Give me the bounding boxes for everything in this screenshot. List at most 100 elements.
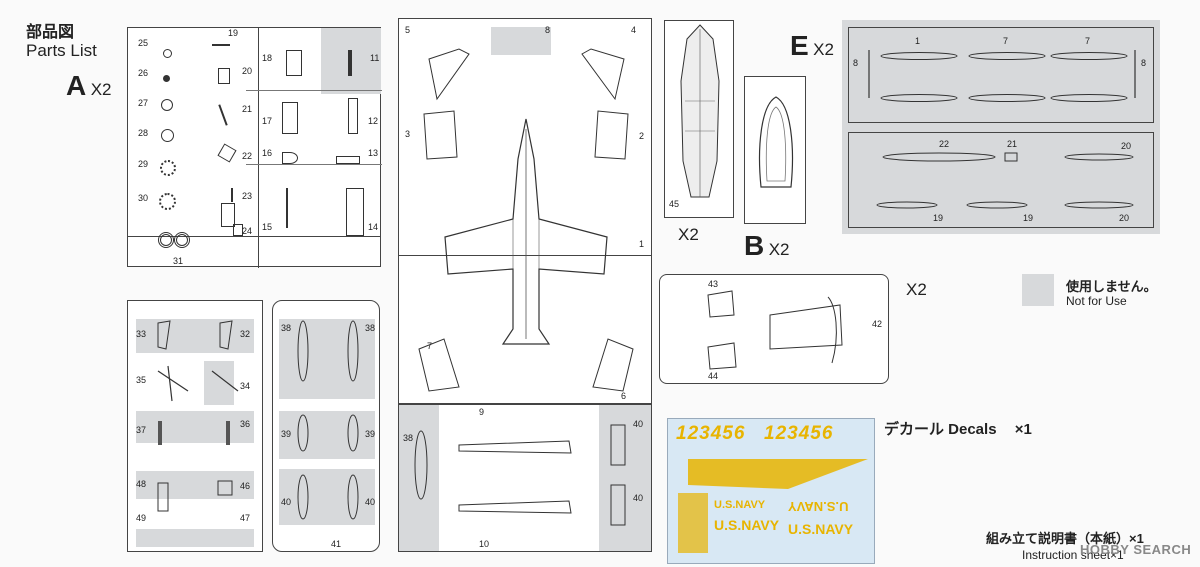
part-number: 8: [853, 58, 859, 68]
sprue-a-letter: A: [66, 70, 87, 101]
part-number: 28: [138, 128, 149, 138]
wheel-part: [158, 232, 174, 248]
part-number: 40: [365, 497, 376, 507]
part-number: 19: [1023, 213, 1034, 223]
decals-qty: ×1: [1014, 421, 1032, 438]
sprue-lower-1: 33 35 37 48 49 32 34 36 46 47: [127, 300, 263, 552]
part-number: 46: [240, 481, 251, 491]
part-number: 22: [939, 139, 950, 149]
wheel-part: [174, 232, 190, 248]
decals-label-text: デカール Decals: [884, 421, 997, 438]
part-number: 17: [262, 116, 273, 126]
instruction-label: 組み立て説明書（本紙）×1: [986, 531, 1144, 546]
part-number: 32: [240, 329, 251, 339]
sprue-e-label: E X2: [790, 30, 834, 62]
part-number: 38: [365, 323, 376, 333]
decal-numbers: 123456: [676, 423, 746, 444]
part-number: 13: [368, 148, 379, 158]
sprue-b-label: B X2: [744, 230, 789, 262]
part-number: 27: [138, 98, 149, 108]
part-number: 8: [1141, 58, 1147, 68]
part-number: 36: [240, 419, 251, 429]
fuselage-qty: X2: [678, 225, 699, 244]
part-number: 48: [136, 479, 147, 489]
part-number: 9: [479, 407, 485, 417]
part-number: 15: [262, 222, 273, 232]
part-number: 44: [708, 371, 719, 381]
wheel-part: [163, 75, 170, 82]
part-number: 24: [242, 226, 253, 236]
part-number: 1: [915, 36, 921, 46]
wheel-part: [161, 99, 173, 111]
not-for-use-area: [491, 27, 551, 55]
wheel-part: [160, 160, 176, 176]
part-number: 19: [228, 28, 239, 38]
part-number: 8: [545, 25, 551, 35]
sprue-e-qty: X2: [813, 40, 834, 59]
wheel-part: [163, 49, 172, 58]
part-number: 7: [427, 341, 433, 351]
part-number: 12: [368, 116, 379, 126]
decal-navy: U.S.NAVY: [714, 517, 780, 533]
part-number: 26: [138, 68, 149, 78]
part-number: 18: [262, 53, 273, 63]
watermark-logo: HOBBY SEARCH: [1080, 542, 1192, 557]
part-number: 38: [403, 433, 414, 443]
part-number: 3: [405, 129, 411, 139]
part-number: 2: [639, 131, 645, 141]
sprue-e-bottom: 22 21 20 19 19 20: [848, 132, 1154, 228]
part-number: 47: [240, 513, 251, 523]
part-number: 10: [479, 539, 490, 549]
sprue-b: [744, 76, 806, 224]
decal-navy: U.S.NAVY: [714, 499, 766, 511]
part-number: 20: [1119, 213, 1130, 223]
sprue-lower-2: 38 39 40 38 39 40 41: [272, 300, 380, 552]
part-number: 1: [639, 239, 645, 249]
part-number: 49: [136, 513, 147, 523]
sprue-b-letter: B: [744, 230, 765, 261]
part-number: 41: [331, 539, 342, 549]
part-number: 16: [262, 148, 273, 158]
sprue-fuselage: 45: [664, 20, 734, 218]
sprue-b-qty: X2: [768, 240, 790, 259]
part-number: 4: [631, 25, 637, 35]
sprue-e-top: 1 7 7 8 8: [848, 27, 1154, 123]
title-en: Parts List: [26, 41, 97, 60]
part-number: 43: [708, 279, 719, 289]
not-for-use-swatch: [1022, 274, 1054, 306]
part-number: 38: [281, 323, 292, 333]
sprue-a: 25 26 27 28 29 30 31 19 20 21 22 23 24 1…: [127, 27, 382, 268]
part-number: 45: [669, 199, 680, 209]
part-number: 34: [240, 381, 251, 391]
part-number: 25: [138, 38, 149, 48]
part-number: 39: [365, 429, 376, 439]
part-number: 7: [1003, 36, 1009, 46]
part-number: 33: [136, 329, 147, 339]
decal-navy: U.S.NAVY: [788, 499, 849, 514]
part-number: 40: [633, 493, 644, 503]
decals-label: デカール Decals ×1: [884, 418, 1032, 439]
part-number: 20: [242, 66, 253, 76]
part-number: 23: [242, 191, 253, 201]
legend-ja: 使用しません。: [1066, 279, 1157, 294]
part-number: 35: [136, 375, 147, 385]
part-number: 37: [136, 425, 147, 435]
sprue-a-qty: X2: [90, 80, 112, 99]
instruction-en: Instruction sheet×1: [1022, 548, 1124, 562]
part-number: 11: [370, 53, 380, 63]
part-number: 5: [405, 25, 411, 35]
part-number: 20: [1121, 141, 1132, 151]
part-number: 21: [1007, 139, 1018, 149]
part-number: 42: [872, 319, 883, 329]
part-number: 7: [1085, 36, 1091, 46]
sprue-a-label: A X2: [66, 70, 111, 102]
sprue-e-letter: E: [790, 30, 809, 61]
part-number: 29: [138, 159, 149, 169]
part-number: 6: [621, 391, 627, 401]
part-number: 40: [633, 419, 644, 429]
sprue-lower-3: 9 38 40 40 10: [398, 404, 652, 552]
part-number: 19: [933, 213, 944, 223]
part-number: 31: [173, 256, 184, 266]
decal-navy: U.S.NAVY: [788, 521, 854, 537]
sprue-intake: 43 42 44: [659, 274, 889, 384]
